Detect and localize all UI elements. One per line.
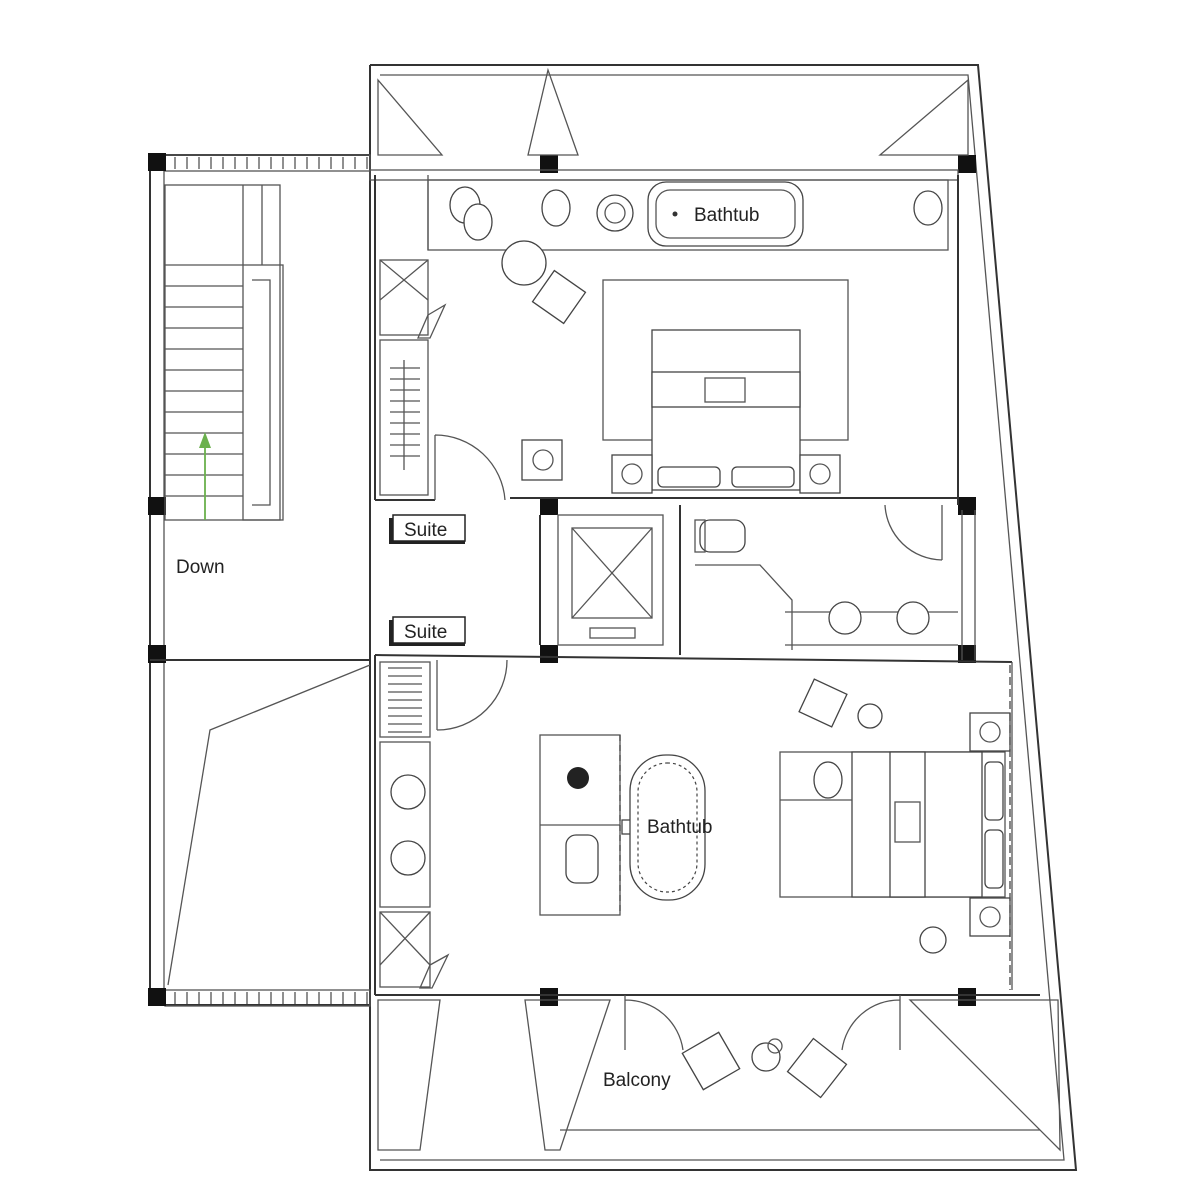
suite-tag-upper: Suite (389, 514, 466, 544)
down-label: Down (176, 557, 225, 578)
railing-top (164, 154, 371, 172)
balcony-label: Balcony (603, 1070, 671, 1091)
bathtub-upper-outline (647, 181, 804, 247)
facade-fins-top (377, 67, 1061, 1152)
armchair-icon (531, 269, 587, 325)
suite-label-lower: Suite (404, 622, 447, 643)
sink-icon (390, 774, 426, 810)
bathtub-label-lower: Bathtub (647, 817, 713, 838)
armchair-icon (798, 678, 848, 728)
plant-icon (596, 194, 634, 232)
sink-icon (828, 601, 862, 635)
balcony (560, 1031, 1040, 1131)
central-bathrooms (571, 519, 958, 650)
sink-icon (390, 840, 426, 876)
upper-suite (379, 179, 949, 496)
bathtub-lower-outline (629, 754, 706, 901)
interior-walls (369, 169, 1040, 996)
toilet-icon (565, 834, 599, 884)
armchair-icon (786, 1037, 848, 1099)
lower-suite (379, 661, 1011, 990)
bed-upper (651, 329, 801, 491)
bathtub-label-upper: Bathtub (694, 205, 760, 226)
void-area (150, 659, 371, 986)
staircase (164, 184, 284, 521)
suite-tag-lower: Suite (389, 616, 466, 646)
down-arrow-head (199, 432, 211, 448)
armchair-icon (681, 1031, 741, 1091)
doors (434, 434, 943, 1051)
toilet-icon (699, 519, 746, 553)
railing-bottom (164, 989, 371, 1007)
sink-icon (896, 601, 930, 635)
suite-label-upper: Suite (404, 520, 447, 541)
